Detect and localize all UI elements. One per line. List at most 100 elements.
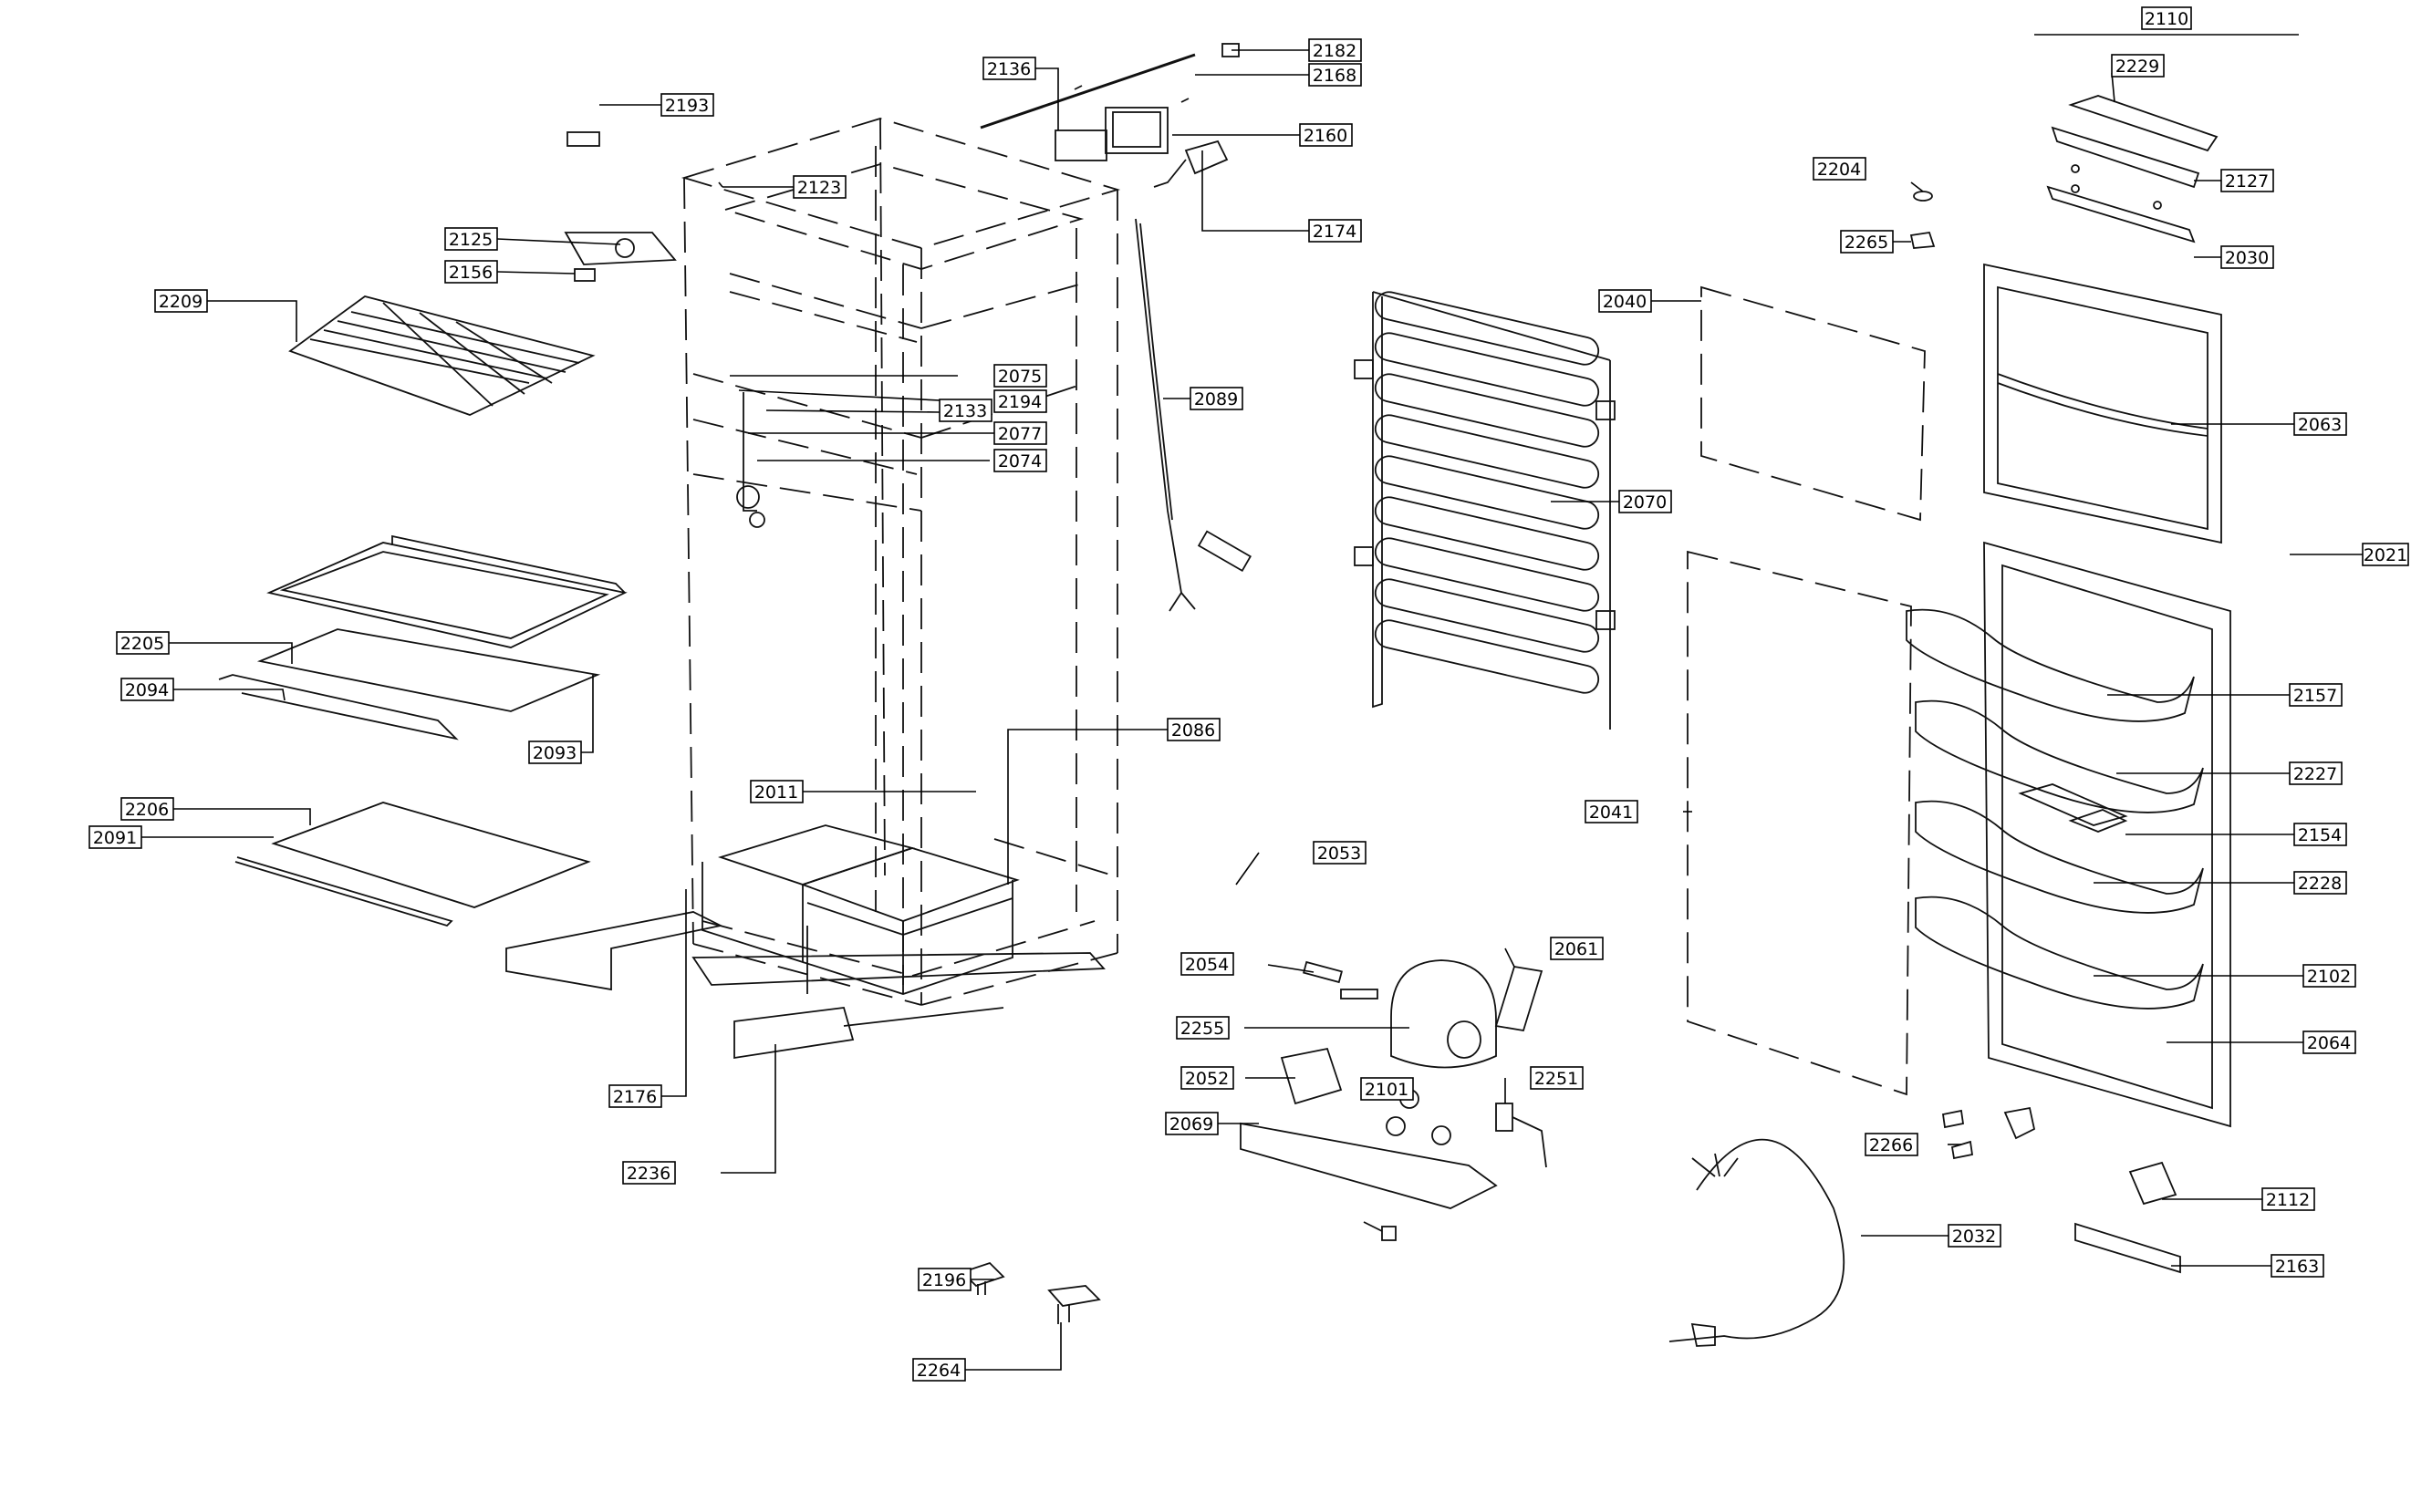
callout-label: 2086 — [1167, 718, 1221, 741]
callout-label: 2251 — [1530, 1066, 1584, 1090]
svg-text:2136: 2136 — [987, 59, 1031, 79]
header-label: 2110 — [2145, 9, 2188, 29]
condenser-coil — [1354, 291, 1616, 730]
fridge-door — [1906, 541, 2231, 1128]
svg-text:2236: 2236 — [627, 1164, 670, 1184]
svg-text:2193: 2193 — [665, 96, 709, 116]
svg-text:2069: 2069 — [1169, 1114, 1213, 1134]
svg-text:2156: 2156 — [449, 263, 493, 283]
svg-text:2030: 2030 — [2225, 248, 2269, 268]
freezer-door — [1983, 263, 2222, 544]
svg-text:2061: 2061 — [1554, 939, 1598, 959]
callout-label: 2156 — [444, 260, 498, 284]
svg-text:2093: 2093 — [533, 743, 577, 763]
callout-label: 2194 — [993, 389, 1047, 413]
callout-label: 2030 — [2220, 245, 2274, 269]
fridge-gasket — [1687, 550, 1912, 1096]
svg-text:2228: 2228 — [2298, 874, 2342, 894]
callout-label: 2176 — [608, 1084, 662, 1108]
svg-text:2194: 2194 — [998, 392, 1042, 412]
svg-text:2021: 2021 — [2364, 545, 2407, 565]
callout-label: 2041 — [1585, 800, 1638, 823]
callout-label: 2112 — [2261, 1187, 2315, 1211]
assembly-header: 2110 — [2034, 6, 2299, 36]
svg-text:2160: 2160 — [1304, 126, 1347, 146]
svg-text:2157: 2157 — [2293, 686, 2337, 706]
callout-label: 2255 — [1176, 1016, 1230, 1040]
svg-text:2176: 2176 — [613, 1087, 657, 1107]
callout-label: 2070 — [1618, 490, 1672, 513]
svg-text:2074: 2074 — [998, 451, 1042, 471]
svg-text:2091: 2091 — [93, 828, 137, 848]
svg-text:2086: 2086 — [1171, 720, 1215, 740]
cabinet-base — [505, 911, 1106, 1060]
callout-label: 2021 — [2362, 543, 2409, 566]
svg-text:2204: 2204 — [1817, 160, 1861, 180]
callout-label: 2209 — [154, 289, 208, 313]
callout-label: 2266 — [1865, 1133, 1918, 1156]
svg-text:2101: 2101 — [1365, 1080, 1408, 1100]
svg-text:2053: 2053 — [1317, 844, 1361, 864]
small-components — [564, 131, 723, 282]
svg-text:2102: 2102 — [2307, 967, 2351, 987]
callout-label: 2205 — [116, 631, 170, 655]
svg-text:2070: 2070 — [1623, 492, 1667, 513]
callout-label: 2264 — [912, 1358, 966, 1382]
bottom-hinge-and-cord — [1668, 1106, 2181, 1347]
svg-text:2125: 2125 — [449, 230, 493, 250]
svg-text:2174: 2174 — [1313, 222, 1356, 242]
svg-text:2182: 2182 — [1313, 41, 1356, 61]
callout-label: 2168 — [1308, 63, 1362, 87]
leader-lines — [141, 49, 2363, 1371]
freezer-gasket — [1700, 285, 1926, 522]
callout-label: 2196 — [918, 1268, 972, 1291]
svg-text:2227: 2227 — [2293, 764, 2337, 784]
crisper-drawers — [701, 824, 1020, 995]
svg-text:2112: 2112 — [2266, 1190, 2310, 1210]
callout-label: 2163 — [2271, 1254, 2324, 1278]
svg-text:2064: 2064 — [2307, 1033, 2351, 1053]
callout-label: 2040 — [1598, 289, 1652, 313]
svg-text:2154: 2154 — [2298, 825, 2342, 845]
callout-label: 2052 — [1180, 1066, 1234, 1090]
callout-labels: 2182 2168 2136 2160 2174 2193 2123 2125 … — [88, 38, 2409, 1382]
callout-label: 2061 — [1550, 937, 1604, 960]
svg-text:2168: 2168 — [1313, 66, 1356, 86]
callout-label: 2075 — [993, 364, 1047, 388]
callout-label: 2032 — [1948, 1224, 2001, 1248]
top-components — [980, 43, 1240, 188]
svg-text:2077: 2077 — [998, 424, 1042, 444]
callout-label: 2160 — [1299, 123, 1353, 147]
svg-text:2075: 2075 — [998, 367, 1042, 387]
svg-text:2054: 2054 — [1185, 955, 1229, 975]
callout-label: 2125 — [444, 227, 498, 251]
svg-text:2163: 2163 — [2275, 1257, 2319, 1277]
callout-label: 2227 — [2289, 761, 2343, 785]
callout-label: 2054 — [1180, 952, 1234, 976]
callout-label: 2077 — [993, 421, 1047, 445]
svg-text:2052: 2052 — [1185, 1069, 1229, 1089]
callout-label: 2101 — [1360, 1077, 1414, 1101]
wire-shelf — [288, 295, 596, 416]
svg-text:2255: 2255 — [1180, 1019, 1224, 1039]
callout-label: 2136 — [982, 57, 1036, 80]
callout-label: 2069 — [1165, 1112, 1219, 1135]
crisper-cover — [234, 802, 591, 927]
callout-label: 2154 — [2293, 823, 2347, 846]
svg-text:2264: 2264 — [917, 1361, 961, 1381]
callout-label: 2133 — [939, 399, 992, 422]
callout-label: 2174 — [1308, 219, 1362, 243]
callout-label: 2089 — [1190, 387, 1243, 410]
callout-label: 2063 — [2293, 412, 2347, 436]
hinge-plates — [961, 1261, 1101, 1324]
svg-text:2123: 2123 — [797, 178, 841, 198]
svg-text:2032: 2032 — [1952, 1227, 1996, 1247]
callout-label: 2193 — [660, 93, 714, 117]
callout-label: 2053 — [1313, 841, 1367, 865]
svg-text:2063: 2063 — [2298, 415, 2342, 435]
svg-text:2196: 2196 — [922, 1270, 966, 1290]
thermostat-assembly — [736, 218, 1196, 612]
callout-label: 2094 — [120, 678, 174, 701]
callout-label: 2102 — [2302, 964, 2356, 988]
svg-text:2251: 2251 — [1534, 1069, 1578, 1089]
